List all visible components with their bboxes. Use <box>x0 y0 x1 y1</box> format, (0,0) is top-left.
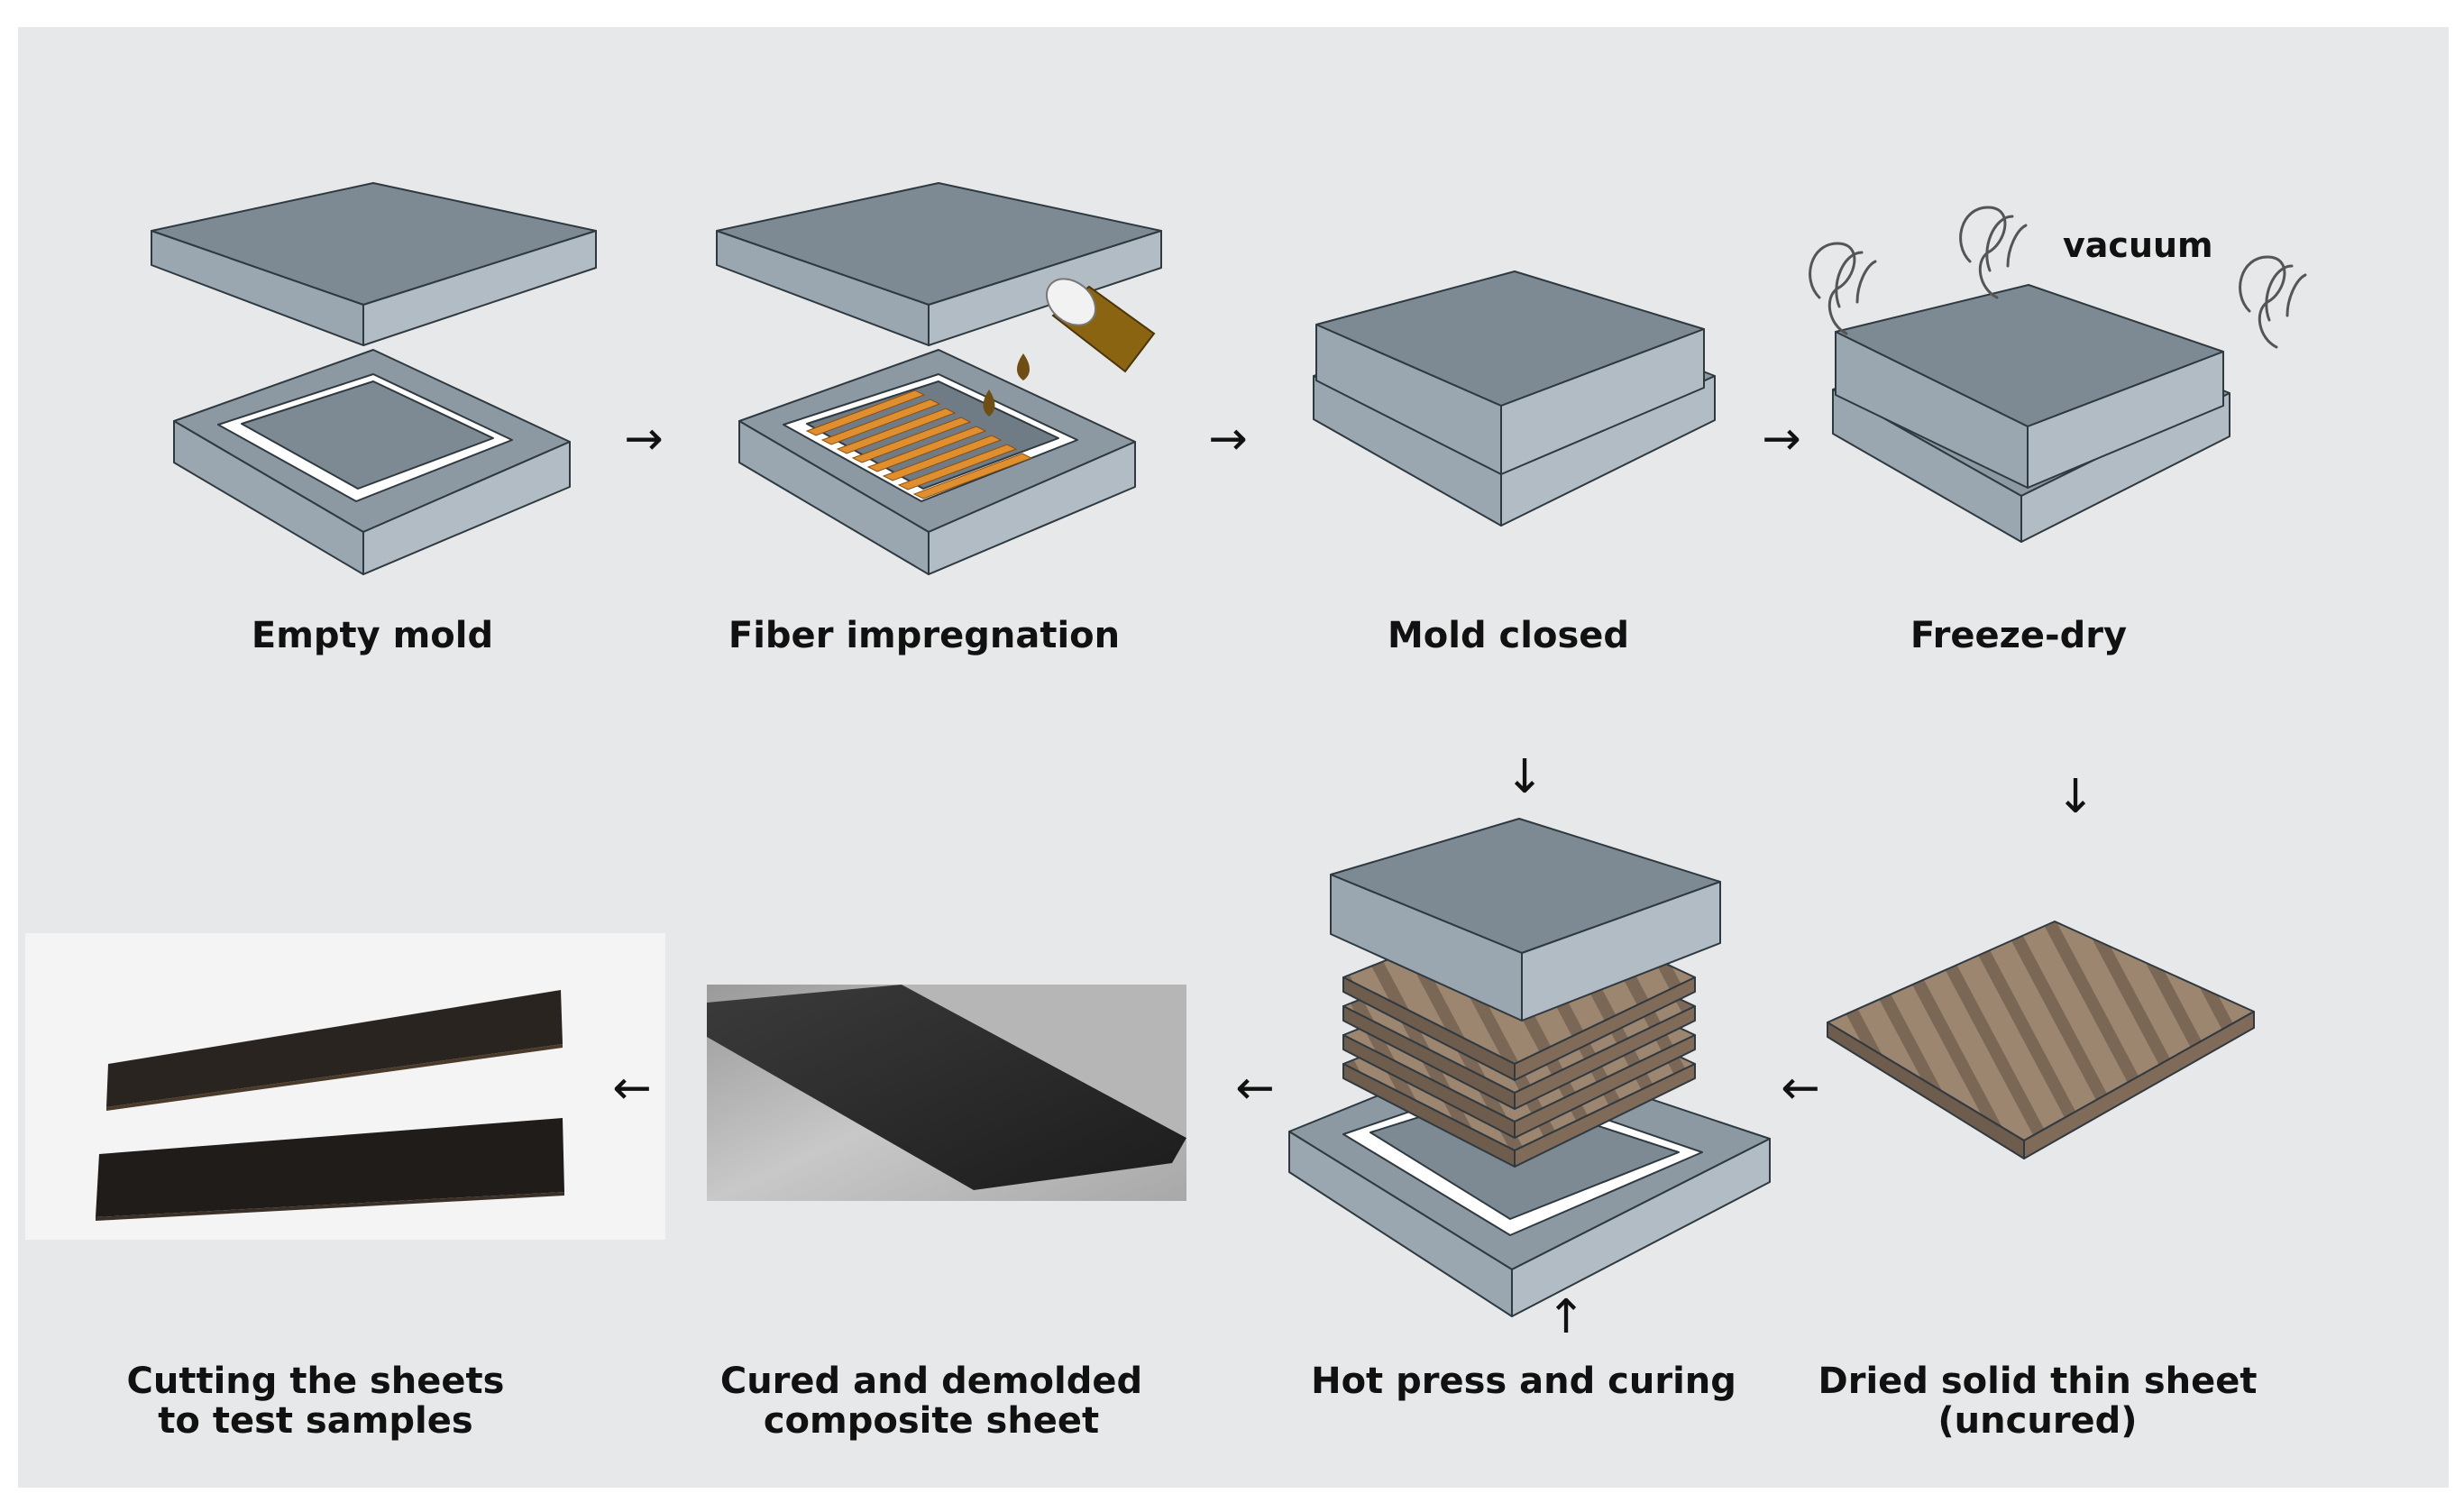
empty-mold-base <box>173 349 571 575</box>
closed-mold <box>1313 270 1716 527</box>
arrow-down-freeze: ↓ <box>2056 770 2095 824</box>
arrow-right-1: → <box>624 412 664 466</box>
label-cutting-samples: Cutting the sheets to test samples <box>126 1361 505 1442</box>
vacuum-label: vacuum <box>2063 225 2213 265</box>
label-hot-press: Hot press and curing <box>1311 1361 1736 1402</box>
composite-photo <box>707 985 1186 1201</box>
label-fiber-impregnation: Fiber impregnation <box>728 615 1121 656</box>
arrow-left-2: ← <box>1235 1061 1275 1115</box>
arrow-up-press: ↑ <box>1546 1290 1586 1344</box>
label-freeze-dry: Freeze-dry <box>1910 615 2128 656</box>
arrow-left-1: ← <box>1781 1061 1820 1115</box>
vapor-icons <box>1809 206 2307 349</box>
freeze-dry-mold <box>1832 284 2230 543</box>
label-cured-composite: Cured and demolded composite sheet <box>719 1361 1143 1442</box>
label-empty-mold: Empty mold <box>251 615 494 656</box>
empty-mold-lid <box>151 182 597 346</box>
cut-samples-photo <box>25 933 665 1240</box>
arrow-right-2: → <box>1208 412 1248 466</box>
label-dried-sheet: Dried solid thin sheet (uncured) <box>1818 1361 2258 1442</box>
arrow-down-press: ↓ <box>1505 750 1544 804</box>
label-mold-closed: Mold closed <box>1387 615 1630 656</box>
dried-sheet <box>1827 921 2255 1159</box>
hot-press-lid <box>1330 818 1721 1022</box>
resin-cup-and-drops <box>983 278 1156 417</box>
arrow-right-3: → <box>1762 412 1801 466</box>
arrow-left-3: ← <box>612 1061 652 1115</box>
fiber-bundles <box>805 389 1033 499</box>
impregnation-mold-lid <box>716 182 1162 346</box>
